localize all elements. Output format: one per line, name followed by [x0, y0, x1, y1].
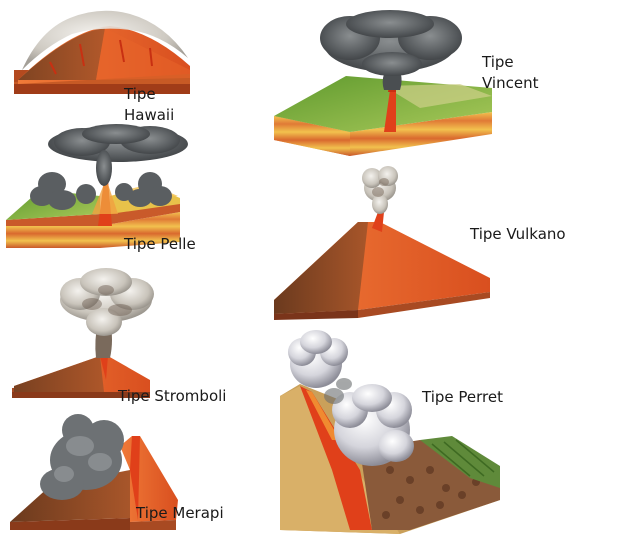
vincent-volcano-illustration [274, 10, 492, 156]
label-vulkano-line-1: Tipe Vulkano [470, 225, 566, 243]
label-vulkano: Tipe Vulkano [470, 224, 566, 245]
hawaii-volcano-illustration [14, 10, 190, 94]
label-hawaii-line-1: Tipe [124, 85, 156, 103]
label-vincent: Tipe Vincent [482, 52, 538, 94]
label-vincent-line-1: Tipe [482, 53, 514, 71]
label-pelle-line-1: Tipe Pelle [124, 235, 196, 253]
label-vincent-line-2: Vincent [482, 74, 539, 92]
perret-volcano-illustration [280, 330, 500, 534]
label-merapi-line-1: Tipe Merapi [136, 504, 224, 522]
stromboli-volcano-illustration [12, 268, 154, 398]
label-hawaii: Tipe Hawaii [124, 84, 174, 126]
label-merapi: Tipe Merapi [136, 503, 224, 524]
label-pelle: Tipe Pelle [124, 234, 196, 255]
label-hawaii-line-2: Hawaii [124, 106, 175, 124]
label-stromboli-line-1: Tipe Stromboli [118, 387, 227, 405]
label-perret: Tipe Perret [422, 387, 503, 408]
pelle-volcano-illustration [6, 124, 188, 248]
label-stromboli: Tipe Stromboli [118, 386, 226, 407]
vulkano-volcano-illustration [274, 166, 490, 320]
merapi-volcano-illustration [10, 414, 178, 530]
label-perret-line-1: Tipe Perret [422, 388, 503, 406]
